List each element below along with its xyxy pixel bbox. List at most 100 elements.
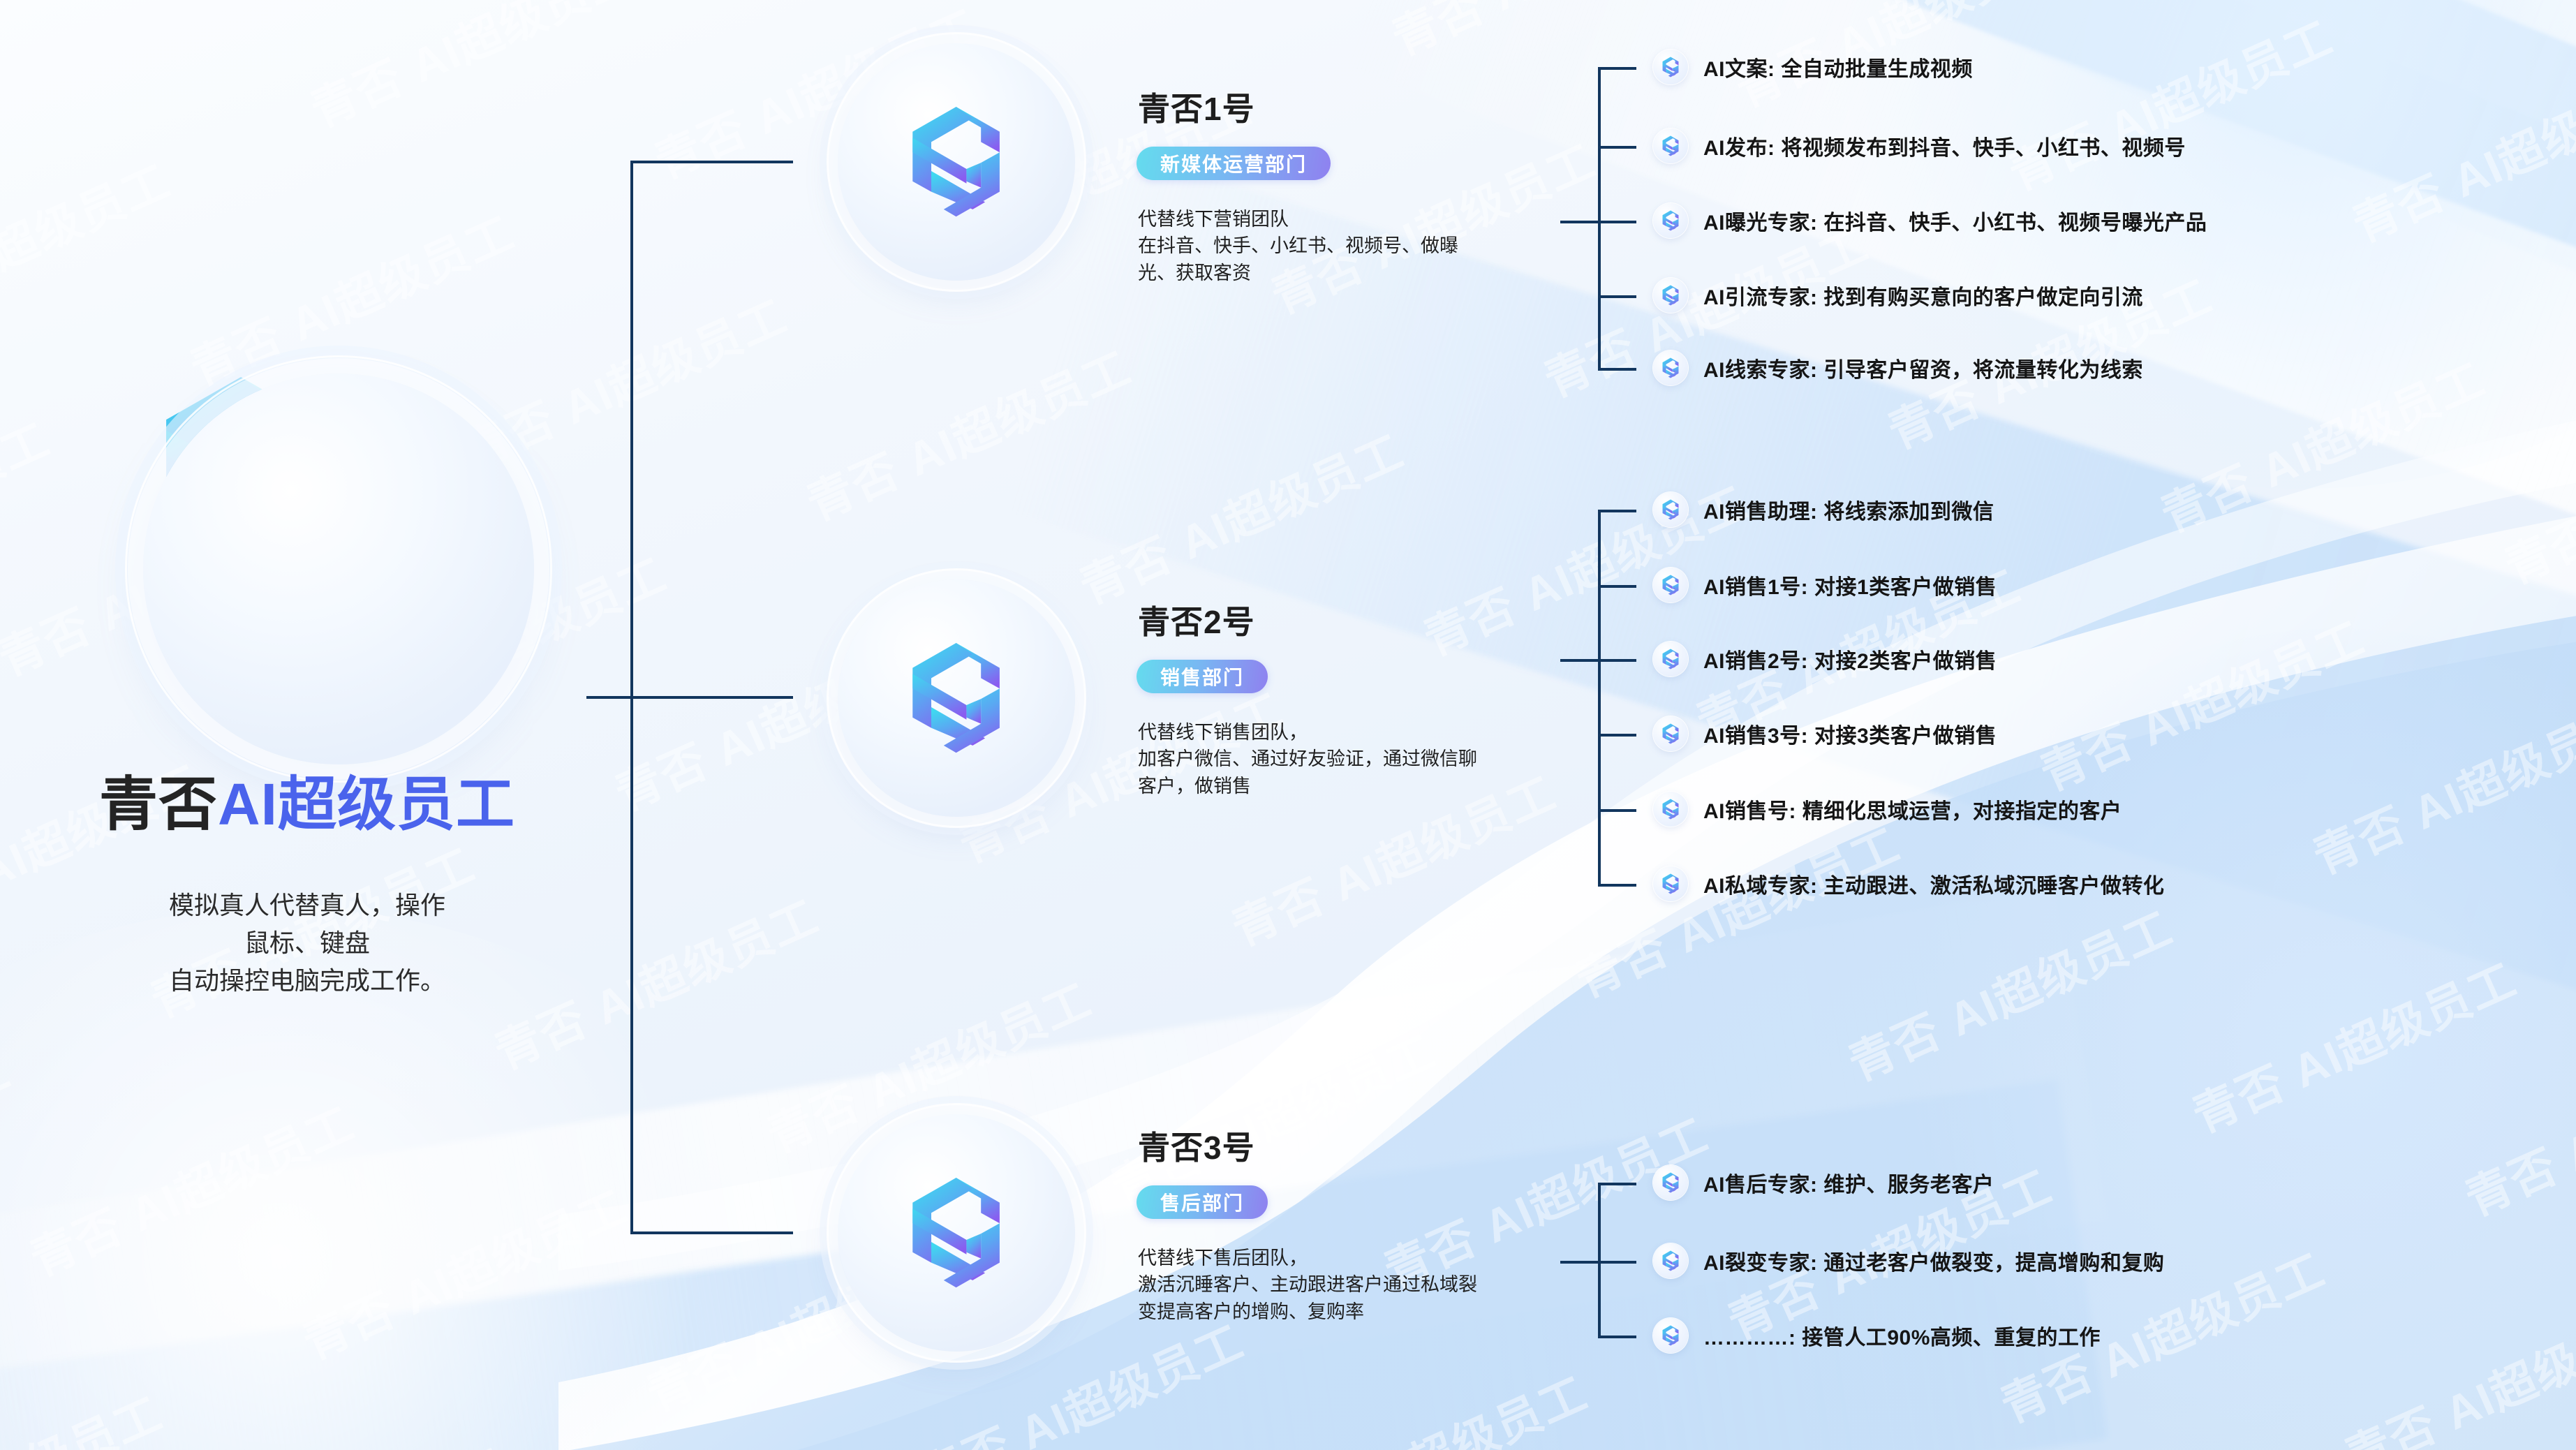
list-item-label: AI文案: 全自动批量生成视频 [1703, 58, 1973, 81]
branch-2-department-badge: 销售部门 [1137, 660, 1268, 693]
connector-list-1-item-4 [1598, 295, 1636, 298]
node-1-ring [827, 32, 1086, 292]
node-qingfou-3[interactable] [827, 1103, 1086, 1363]
watermark-text: 青否 AI超级员工 [0, 1377, 172, 1450]
list-item[interactable]: AI销售助理: 将线索添加到微信 [1653, 492, 1994, 527]
list-item-label: AI销售1号: 对接1类客户做销售 [1703, 576, 1997, 599]
list-item[interactable]: AI销售3号: 对接3类客户做销售 [1653, 716, 1997, 751]
list-item-label: AI曝光专家: 在抖音、快手、小红书、视频号曝光产品 [1703, 212, 2207, 235]
item-badge [1653, 1165, 1688, 1200]
qingfou-hexagon-logo-icon [1662, 799, 1679, 820]
qingfou-hexagon-logo-icon [912, 107, 1000, 217]
list-item-icon [1653, 1243, 1688, 1278]
list-item[interactable]: AI销售号: 精细化思域运营，对接指定的客户 [1653, 792, 2122, 827]
branch-1-title: 青否1号 [1138, 91, 1255, 127]
qingfou-hexagon-logo-icon [1662, 1172, 1679, 1193]
connector-list-3-item-1 [1598, 1183, 1636, 1185]
list-item-label: AI线索专家: 引导客户留资，将流量转化为线索 [1703, 359, 2143, 382]
branch-3-description: 代替线下售后团队， 激活沉睡客户、主动跟进客户通过私域裂 变提高客户的增购、复购… [1138, 1245, 1599, 1325]
list-item[interactable]: AI销售2号: 对接2类客户做销售 [1653, 642, 1997, 676]
qingfou-hexagon-logo-icon [1662, 575, 1679, 595]
list-item-icon [1653, 350, 1688, 385]
watermark-text: 青否 AI超级员工 [0, 413, 57, 602]
watermark-text: 青否 AI超级员工 [2185, 953, 2524, 1142]
list-item-label: AI销售2号: 对接2类客户做销售 [1703, 650, 1997, 673]
list-item[interactable]: AI发布: 将视频发布到抖音、快手、小红书、视频号 [1653, 128, 2186, 163]
connector-list-3-item-2 [1560, 1261, 1636, 1264]
connector-list-1-item-5 [1598, 368, 1636, 371]
list-item-icon [1653, 278, 1688, 313]
watermark-text: 青否 AI超级员工 [799, 341, 1139, 531]
list-item[interactable]: AI裂变专家: 通过老客户做裂变，提高增购和复购 [1653, 1243, 2164, 1278]
branch-1-desc-line-2: 在抖音、快手、小红书、视频号、做曝 [1138, 235, 1458, 257]
item-badge [1653, 50, 1688, 84]
connector-trunk-stub [586, 696, 635, 699]
list-item-label: AI裂变专家: 通过老客户做裂变，提高增购和复购 [1703, 1252, 2165, 1275]
connector-list-2-item-3 [1560, 659, 1636, 662]
watermark-text: 青否 AI超级员工 [1568, 818, 1908, 1007]
list-item-label: AI销售3号: 对接3类客户做销售 [1703, 725, 1997, 748]
list-item[interactable]: AI文案: 全自动批量生成视频 [1653, 50, 1973, 84]
watermark-text: 青否 AI超级员工 [2497, 405, 2576, 593]
qingfou-hexagon-logo-icon [912, 643, 1000, 753]
node-qingfou-1[interactable] [827, 32, 1086, 292]
branch-1-department-badge: 新媒体运营部门 [1137, 147, 1331, 180]
list-item-label: AI销售助理: 将线索添加到微信 [1703, 501, 1994, 524]
connector-list-3-item-3 [1598, 1336, 1636, 1338]
qingfou-hexagon-logo-icon [1662, 135, 1679, 156]
list-item[interactable]: AI曝光专家: 在抖音、快手、小红书、视频号曝光产品 [1653, 203, 2207, 238]
branch-1-desc-line-1: 代替线下营销团队 [1138, 209, 1289, 230]
item-badge [1653, 128, 1688, 163]
connector-list-2-vertical [1598, 510, 1601, 886]
list-item[interactable]: AI售后专家: 维护、服务老客户 [1653, 1165, 1994, 1200]
item-badge [1653, 568, 1688, 602]
watermark-text: 青否 AI超级员工 [2153, 353, 2493, 542]
branch-2-desc-line-1: 代替线下销售团队， [1138, 722, 1308, 743]
connector-list-1-vertical [1598, 67, 1601, 370]
item-badge [1653, 1318, 1688, 1353]
qingfou-hexagon-logo-icon [1662, 723, 1679, 744]
watermark-text: 青否 AI超级员工 [303, 0, 643, 137]
item-badge [1653, 278, 1688, 313]
item-badge [1653, 866, 1688, 901]
item-badge [1653, 792, 1688, 827]
watermark-text: 青否 AI超级员工 [170, 1428, 515, 1450]
list-item-label: AI售后专家: 维护、服务老客户 [1703, 1174, 1994, 1197]
connector-branch-1 [630, 161, 793, 163]
qingfou-hexagon-logo-icon [1662, 499, 1679, 520]
watermark-text: 青否 AI超级员工 [2345, 62, 2576, 252]
watermark-text: 青否 AI超级员工 [2305, 695, 2576, 884]
branch-3-title: 青否3号 [1138, 1130, 1255, 1166]
connector-branch-3 [630, 1231, 793, 1234]
watermark-text: 青否 AI超级员工 [1252, 1356, 1597, 1450]
item-badge [1653, 492, 1688, 527]
list-item-icon [1653, 128, 1688, 163]
node-qingfou-2[interactable] [827, 568, 1086, 828]
list-item-icon [1653, 203, 1688, 238]
qingfou-hexagon-logo-icon [1662, 357, 1679, 378]
list-item[interactable]: AI线索专家: 引导客户留资，将流量转化为线索 [1653, 350, 2143, 385]
item-badge [1653, 350, 1688, 385]
brand-logo [125, 355, 552, 783]
watermark-text: 青否 AI超级员工 [2457, 1036, 2576, 1226]
watermark-text: 青否 AI超级员工 [0, 1045, 18, 1234]
connector-list-1-item-2 [1598, 146, 1636, 149]
list-item[interactable]: AI引流专家: 找到有购买意向的客户做定向引流 [1653, 278, 2143, 313]
connector-list-1-item-1 [1598, 67, 1636, 70]
connector-list-3-vertical [1598, 1183, 1601, 1338]
list-item-icon [1653, 492, 1688, 527]
watermark-text: 青否 AI超级员工 [1841, 901, 2180, 1090]
list-item-label: AI销售号: 精细化思域运营，对接指定的客户 [1703, 800, 2122, 823]
list-item-icon [1653, 792, 1688, 827]
list-item-icon [1653, 568, 1688, 602]
watermark-text: 青否 AI超级员工 [2337, 1295, 2576, 1450]
branch-1-description: 代替线下营销团队 在抖音、快手、小红书、视频号、做曝 光、获取客资 [1138, 206, 1599, 286]
list-item-label: AI发布: 将视频发布到抖音、快手、小红书、视频号 [1703, 137, 2186, 160]
connector-list-2-item-4 [1598, 734, 1636, 737]
list-item[interactable]: …………: 接管人工90%高频、重复的工作 [1653, 1318, 2101, 1353]
list-item[interactable]: AI销售1号: 对接1类客户做销售 [1653, 568, 1997, 602]
list-item[interactable]: AI私域专家: 主动跟进、激活私域沉睡客户做转化 [1653, 866, 2164, 901]
connector-branch-2 [630, 696, 793, 699]
page-subtitle: 模拟真人代替真人，操作 鼠标、键盘 自动操控电脑完成工作。 [42, 887, 572, 1000]
